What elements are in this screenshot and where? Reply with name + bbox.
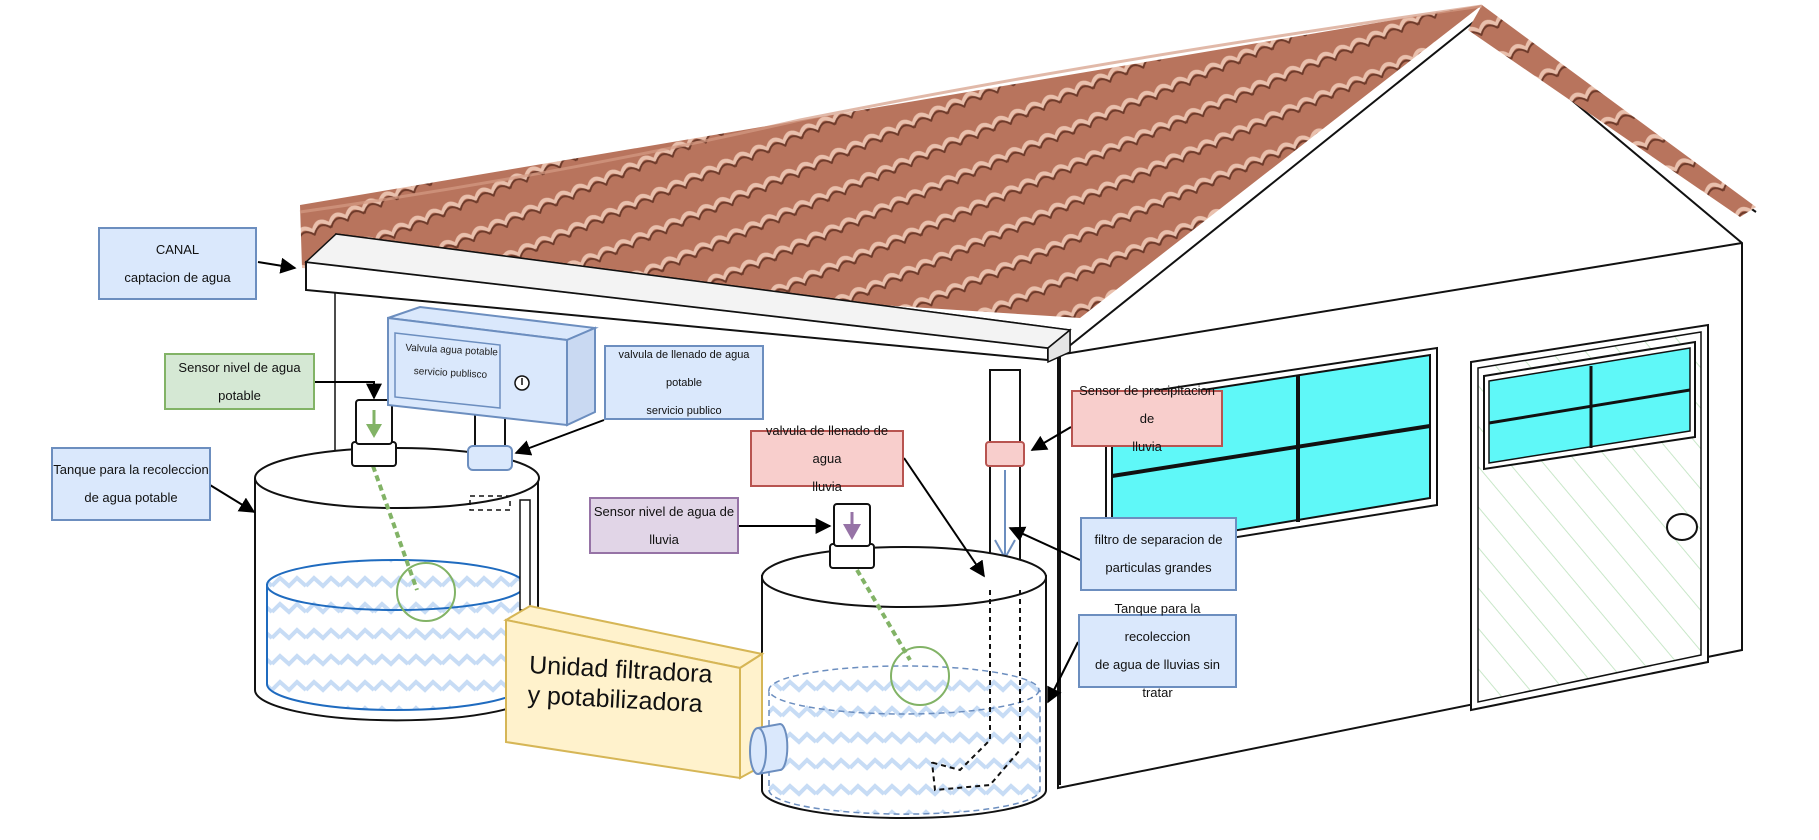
label-valvula-llenado-potable-line1: valvula de llenado de agua potable xyxy=(618,348,750,389)
label-valvula-llenado-lluvia-line2: lluvia xyxy=(812,478,842,494)
label-tanque-lluvia: Tanque para la recoleccion de agua de ll… xyxy=(1078,601,1237,700)
potable-level-sensor xyxy=(351,399,397,467)
garage-door xyxy=(1470,323,1709,712)
label-canal-line2: captacion de agua xyxy=(124,269,231,285)
label-sensor-precipitacion-line2: lluvia xyxy=(1132,438,1162,454)
potable-water-tank xyxy=(254,447,540,722)
label-valve-box: Valvula agua potable servicio publisco xyxy=(401,336,501,387)
label-tanque-potable-line2: de agua potable xyxy=(84,490,178,505)
label-tanque-potable: Tanque para la recoleccion de agua potab… xyxy=(51,447,211,521)
filtration-unit xyxy=(503,604,789,780)
callout-arrows xyxy=(209,257,1081,704)
rainwater-level-sensor xyxy=(829,503,875,569)
gutter-canal xyxy=(304,233,1072,364)
label-sensor-precipitacion: Sensor de precipitacion de lluvia xyxy=(1071,383,1223,454)
label-sensor-potable: Sensor nivel de agua potable xyxy=(164,353,315,410)
label-filtro: filtro de separacion de particulas grand… xyxy=(1080,517,1237,591)
label-valvula-llenado-potable: valvula de llenado de agua potable servi… xyxy=(604,345,764,420)
valve-control-box xyxy=(387,305,599,427)
rainwater-tank xyxy=(761,546,1047,819)
label-filtro-line2: particulas grandes xyxy=(1105,560,1212,575)
label-sensor-lluvia: Sensor nivel de agua de lluvia xyxy=(589,497,739,554)
label-filtro-line1: filtro de separacion de xyxy=(1094,532,1223,547)
label-tanque-lluvia-line1: Tanque para la recoleccion xyxy=(1114,601,1201,644)
label-canal: CANAL captacion de agua xyxy=(98,227,257,300)
downpipe xyxy=(985,369,1025,591)
label-valvula-llenado-lluvia: valvula de llenado de agua lluvia xyxy=(750,423,904,494)
label-canal-line1: CANAL xyxy=(155,241,200,257)
label-sensor-potable-line2: potable xyxy=(218,387,261,403)
label-valvula-llenado-lluvia-line1: valvula de llenado de agua xyxy=(765,422,889,466)
label-sensor-lluvia-line2: lluvia xyxy=(649,531,679,547)
label-unidad-filtradora: Unidad filtradora y potabilizadora xyxy=(527,650,713,720)
label-valvula-llenado-potable-line2: servicio publico xyxy=(646,404,722,417)
label-tanque-lluvia-line2: de agua de lluvias sin tratar xyxy=(1094,657,1221,700)
label-sensor-lluvia-line1: Sensor nivel de agua de xyxy=(593,503,735,519)
label-sensor-precipitacion-line1: Sensor de precipitacion de xyxy=(1079,382,1215,426)
label-sensor-potable-line1: Sensor nivel de agua xyxy=(178,359,301,375)
tile-roof xyxy=(299,4,1756,318)
label-tanque-potable-line1: Tanque para la recoleccion xyxy=(53,462,209,477)
